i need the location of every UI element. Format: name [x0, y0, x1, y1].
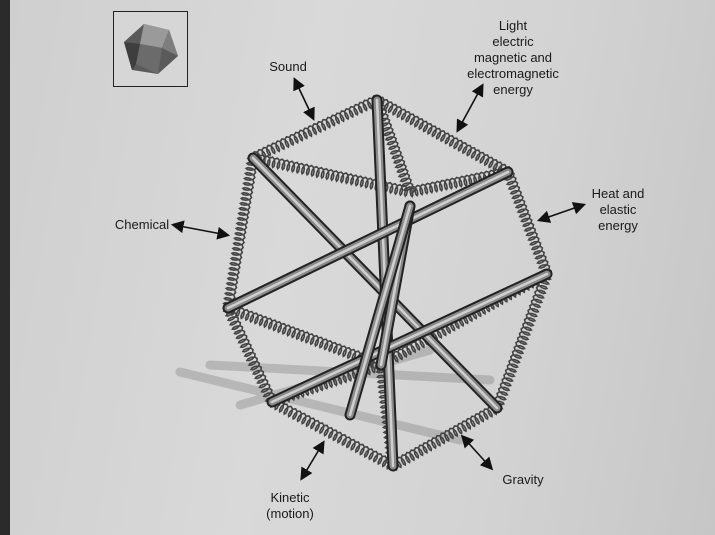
spring-1 — [252, 95, 380, 164]
arrow-kinetic — [300, 440, 325, 481]
strut-6 — [344, 200, 416, 421]
strut-4 — [266, 268, 553, 408]
arrow-heat — [536, 202, 587, 223]
strut-3 — [222, 166, 514, 314]
diagram-shadow — [175, 345, 495, 445]
arrow-gravity — [460, 434, 494, 471]
label-chemical: Chemical — [114, 217, 170, 232]
label-kinetic: Kinetic (motion) — [266, 490, 314, 521]
arrow-sound — [293, 77, 315, 121]
energy-arrows — [170, 77, 587, 481]
arrow-light — [456, 83, 484, 133]
polyhedron-thumbnail — [113, 11, 188, 87]
spring-5 — [222, 156, 259, 311]
arrow-chemical — [170, 220, 231, 240]
spring-3 — [374, 96, 512, 176]
spring-9 — [492, 271, 552, 410]
label-light: Light electric magnetic and electromagne… — [467, 18, 559, 97]
spring-8 — [391, 403, 500, 472]
tensegrity-diagram — [170, 77, 587, 481]
label-sound: Sound — [269, 59, 307, 74]
rigid-struts — [222, 94, 553, 472]
strut-1 — [247, 152, 503, 414]
spring-12 — [226, 303, 384, 370]
label-heat: Heat and elastic energy — [591, 186, 645, 233]
spring-6 — [222, 307, 277, 405]
spring-7 — [269, 398, 397, 470]
spring-11 — [409, 166, 511, 198]
book-page: Sound Light electric magnetic and electr… — [10, 0, 715, 535]
polyhedron-thumbnail-image — [124, 24, 178, 74]
label-gravity: Gravity — [502, 472, 544, 487]
spring-4 — [502, 171, 553, 277]
